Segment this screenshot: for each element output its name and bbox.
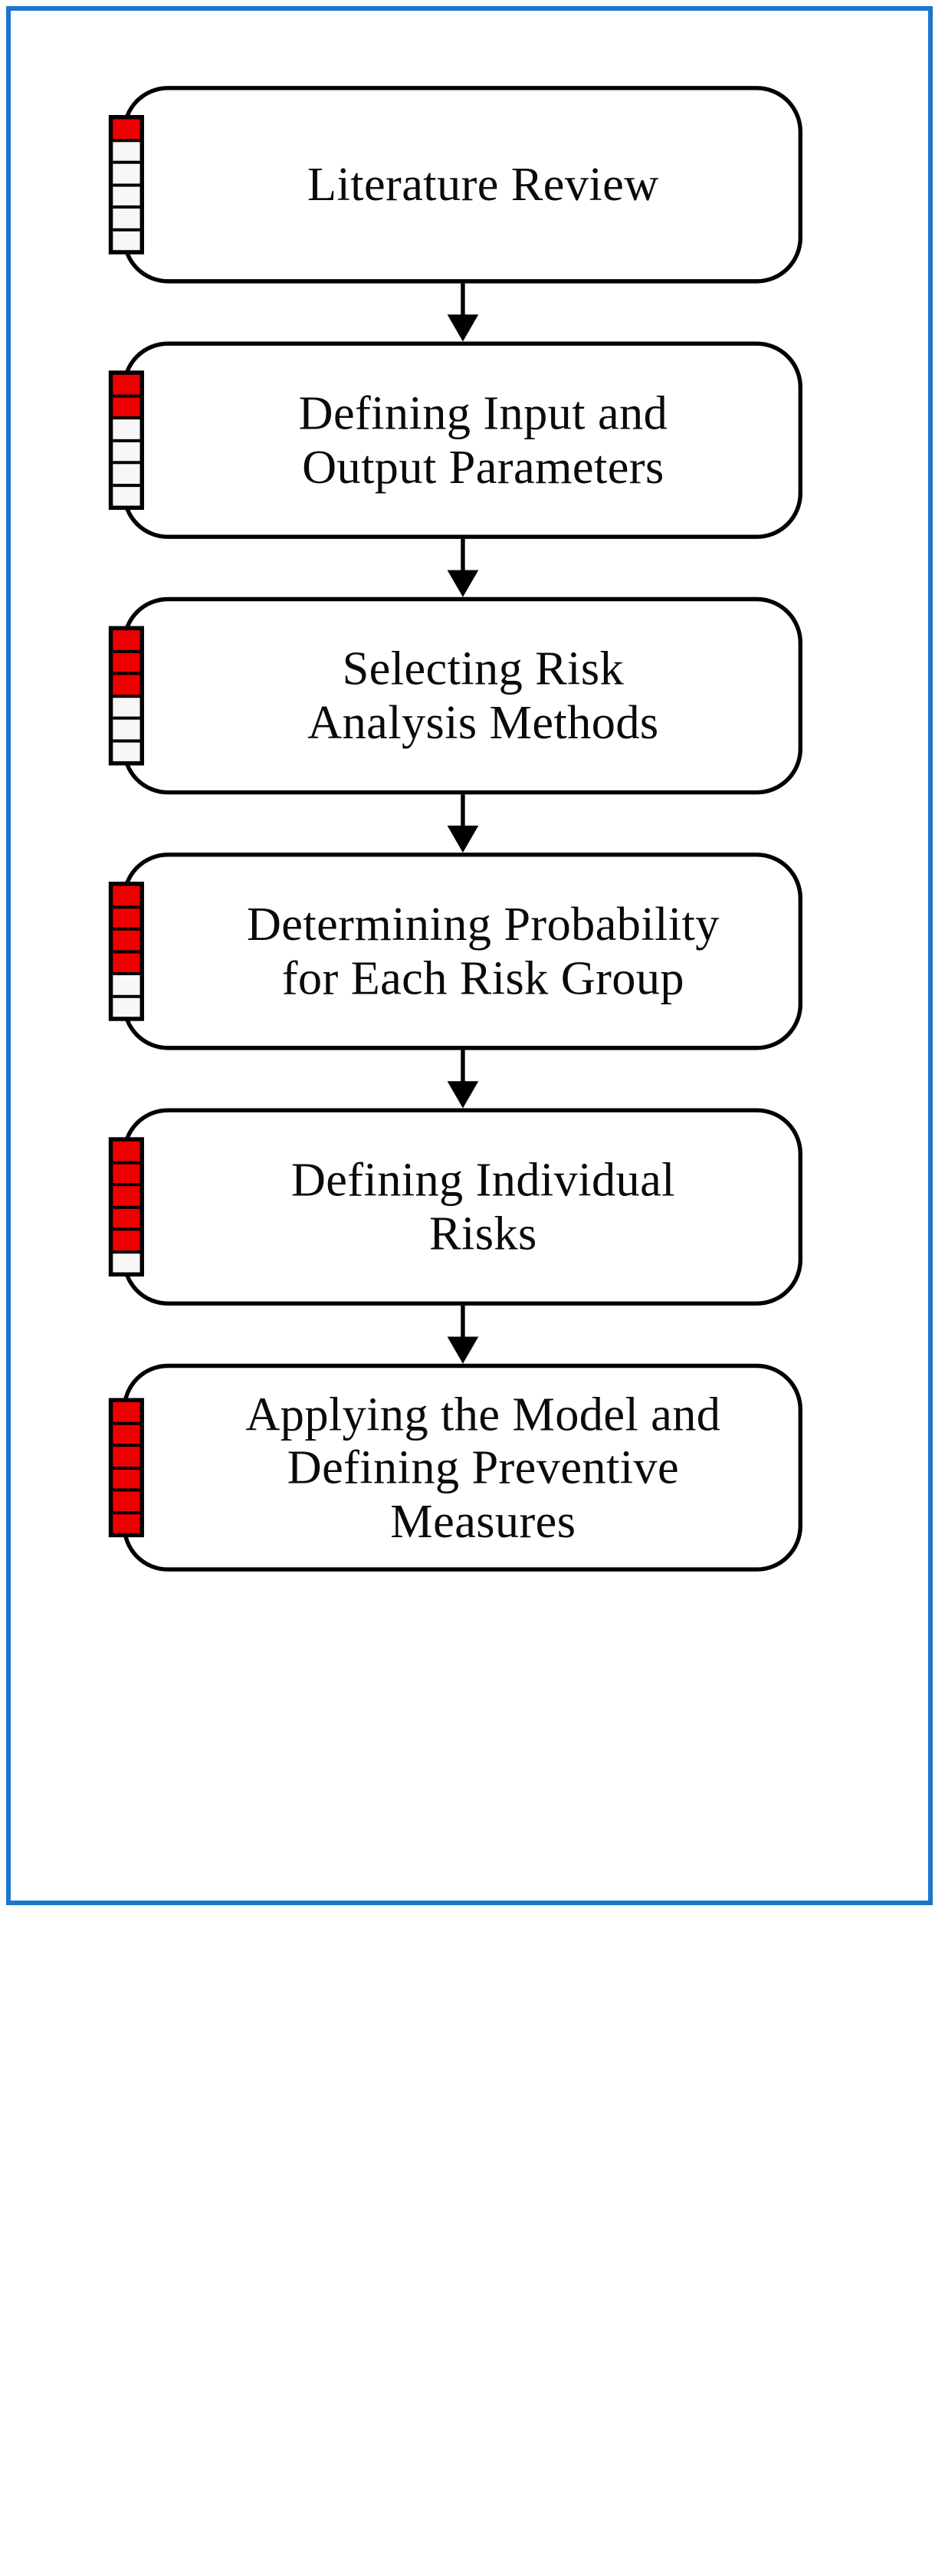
- flow-node-step-3[interactable]: Selecting Risk Analysis Methods: [122, 596, 803, 795]
- progress-cell-5-empty: [113, 209, 140, 232]
- progress-cell-6-filled: [113, 1513, 140, 1533]
- progress-cell-5-filled: [113, 1491, 140, 1514]
- connector-arrow-step-1-to-2: [123, 283, 803, 342]
- progress-cell-5-empty: [113, 719, 140, 742]
- progress-cell-3-filled: [113, 1447, 140, 1470]
- progress-meter-step-1: [108, 115, 144, 255]
- progress-cell-3-empty: [113, 419, 140, 442]
- flow-node-label-step-1: Literature Review: [307, 157, 659, 212]
- arrow-head-icon: [446, 1336, 478, 1364]
- arrow-head-icon: [446, 314, 478, 342]
- progress-cell-6-empty: [113, 231, 140, 251]
- connector-line: [460, 1050, 464, 1086]
- progress-cell-1-filled: [113, 1401, 140, 1425]
- flow-node-label-step-2: Defining Input and Output Parameters: [298, 386, 668, 494]
- progress-cell-3-filled: [113, 675, 140, 698]
- connector-line: [460, 283, 464, 319]
- progress-cell-4-empty: [113, 697, 140, 720]
- flow-node-step-1[interactable]: Literature Review: [122, 86, 803, 284]
- progress-cell-1-filled: [113, 886, 140, 909]
- flow-node-label-step-3: Selecting Risk Analysis Methods: [307, 642, 659, 749]
- progress-cell-3-filled: [113, 930, 140, 953]
- progress-cell-6-empty: [113, 486, 140, 506]
- progress-cell-4-filled: [113, 952, 140, 976]
- arrow-head-icon: [446, 1081, 478, 1109]
- progress-cell-1-filled: [113, 1141, 140, 1164]
- connector-arrow-step-2-to-3: [123, 538, 803, 597]
- progress-cell-1-filled: [113, 630, 140, 653]
- connector-line: [460, 1305, 464, 1341]
- progress-meter-step-4: [108, 882, 144, 1021]
- progress-cell-4-filled: [113, 1469, 140, 1492]
- flow-node-label-step-5: Defining Individual Risks: [290, 1153, 675, 1260]
- connector-arrow-step-3-to-4: [123, 794, 803, 853]
- connector-arrow-step-4-to-5: [123, 1050, 803, 1109]
- arrow-head-icon: [446, 825, 478, 853]
- progress-cell-2-filled: [113, 652, 140, 675]
- progress-cell-2-filled: [113, 396, 140, 420]
- connector-arrow-step-5-to-6: [123, 1305, 803, 1364]
- flow-node-label-step-6: Applying the Model and Defining Preventi…: [245, 1387, 721, 1548]
- flow-node-label-step-4: Determining Probability for Each Risk Gr…: [246, 898, 720, 1004]
- connector-line: [460, 794, 464, 830]
- flow-node-step-4[interactable]: Determining Probability for Each Risk Gr…: [122, 853, 803, 1050]
- progress-meter-step-5: [108, 1137, 144, 1276]
- progress-cell-4-filled: [113, 1208, 140, 1231]
- progress-cell-2-filled: [113, 1424, 140, 1447]
- progress-cell-5-empty: [113, 464, 140, 487]
- flow-node-step-5[interactable]: Defining Individual Risks: [122, 1108, 803, 1306]
- progress-cell-2-filled: [113, 1163, 140, 1187]
- arrow-head-icon: [446, 570, 478, 597]
- progress-cell-6-empty: [113, 1253, 140, 1273]
- progress-meter-step-2: [108, 370, 144, 510]
- progress-cell-1-filled: [113, 374, 140, 397]
- progress-cell-6-empty: [113, 741, 140, 761]
- progress-cell-5-empty: [113, 975, 140, 998]
- progress-cell-3-filled: [113, 1186, 140, 1209]
- progress-cell-4-empty: [113, 442, 140, 465]
- progress-meter-step-3: [108, 626, 144, 766]
- progress-meter-step-6: [108, 1398, 144, 1538]
- flow-node-step-6[interactable]: Applying the Model and Defining Preventi…: [122, 1363, 803, 1572]
- progress-cell-4-empty: [113, 186, 140, 209]
- progress-cell-6-empty: [113, 997, 140, 1017]
- progress-cell-5-filled: [113, 1230, 140, 1254]
- progress-cell-3-empty: [113, 163, 140, 186]
- progress-cell-2-filled: [113, 908, 140, 931]
- progress-cell-1-filled: [113, 119, 140, 142]
- connector-line: [460, 538, 464, 574]
- flow-node-step-2[interactable]: Defining Input and Output Parameters: [122, 341, 803, 539]
- progress-cell-2-empty: [113, 141, 140, 164]
